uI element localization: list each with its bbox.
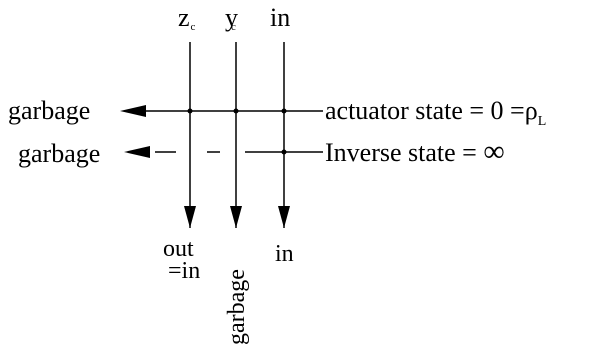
arrow-down-z: [184, 206, 196, 228]
junction-dot: [187, 108, 193, 114]
junction-dot: [233, 108, 239, 114]
arrow-left-row1: [120, 105, 146, 117]
top-label-in: in: [270, 3, 290, 32]
right-label-row2: Inverse state = ∞: [325, 135, 505, 168]
top-label-y: yc: [225, 3, 238, 33]
left-label-row1: garbage: [8, 96, 90, 125]
left-label-row2: garbage: [18, 139, 100, 168]
junction-dot: [281, 108, 287, 114]
arrow-down-y: [230, 206, 242, 228]
bottom-label-out: out: [163, 236, 194, 262]
right-label-row1: actuator state = 0 =ρL: [325, 96, 546, 129]
top-label-z: zc: [178, 3, 196, 33]
bottom-label-in: in: [275, 241, 294, 267]
bottom-label-garbage-vertical: garbage: [224, 269, 250, 345]
arrow-left-row2: [124, 146, 150, 158]
bottom-label-eq-in: =in: [168, 258, 200, 284]
arrow-down-in: [278, 206, 290, 228]
junction-dot: [281, 149, 287, 155]
